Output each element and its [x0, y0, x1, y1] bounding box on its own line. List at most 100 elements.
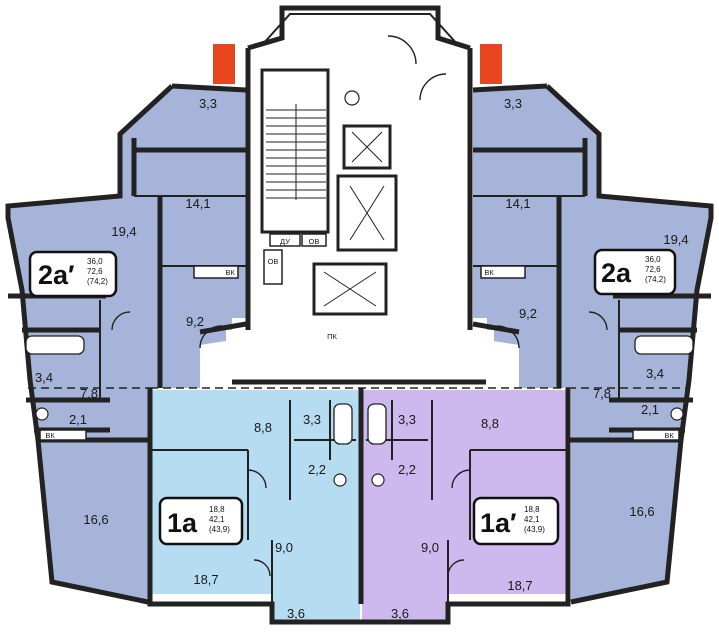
sink-core	[344, 90, 360, 106]
badge-full-area: (74,2)	[645, 275, 666, 284]
room-label: 14,1	[185, 196, 210, 211]
door-core-top	[387, 35, 417, 65]
badge-unit-name: 1a′	[480, 508, 517, 538]
unit-1a-prime-loggia-fill	[362, 594, 448, 622]
balcony-marker-left	[213, 44, 235, 84]
core-outline	[245, 5, 473, 330]
room-label: 7,8	[80, 386, 98, 401]
room-label: 18,7	[507, 578, 532, 593]
badge-unit-name: 1a	[167, 508, 198, 538]
badge-total-area: 72,6	[87, 267, 103, 276]
room-label: 2,1	[69, 412, 87, 427]
room-label: 2,1	[641, 402, 659, 417]
room-label: 18,7	[193, 572, 218, 587]
door-core-right	[419, 73, 447, 101]
badge-2a-prime: 2a′ 36,0 72,6 (74,2)	[28, 250, 118, 298]
badge-total-area: 42,1	[209, 515, 225, 524]
room-label: 16,6	[629, 504, 654, 519]
vent-box-left-low	[39, 429, 87, 441]
badge-full-area: (43,9)	[524, 525, 545, 534]
door-1a-prime-room	[447, 559, 465, 577]
room-label: 3,4	[646, 366, 664, 381]
badge-frame	[472, 496, 560, 546]
unit-2a-fill	[473, 88, 711, 600]
toilet-1a-prime	[371, 473, 385, 487]
room-label: 16,6	[83, 512, 108, 527]
bathtub-right	[634, 335, 694, 355]
room-label: 3,3	[504, 96, 522, 111]
center-outer-wall	[147, 388, 571, 625]
shaft-du	[269, 233, 301, 247]
core-top-arch	[261, 13, 459, 46]
badge-1a-prime: 1a′ 18,8 42,1 (43,9)	[472, 496, 560, 546]
door-right-hall	[588, 311, 608, 331]
unit-2a-prime-fill	[8, 88, 246, 600]
door-1a-kitchen	[247, 469, 267, 489]
badge-living-area: 36,0	[87, 257, 103, 266]
right-outer-wall	[472, 83, 714, 605]
toilet-right	[670, 407, 684, 421]
door-left-corridor	[199, 325, 223, 349]
room-label: 19,4	[111, 224, 136, 239]
toilet-1a	[333, 473, 347, 487]
stair-shaft	[260, 68, 330, 234]
room-label: 14,1	[505, 196, 530, 211]
left-outer-wall	[5, 83, 247, 605]
room-label: 9,2	[519, 306, 537, 321]
center-inner-walls	[150, 400, 568, 604]
bathtub-1a	[333, 403, 353, 445]
badge-full-area: (74,2)	[87, 277, 108, 286]
shaft-ov-top	[301, 233, 327, 247]
badge-frame	[28, 250, 118, 298]
badge-total-area: 42,1	[524, 515, 540, 524]
door-1a-prime-kitchen	[451, 469, 471, 489]
core-labels: ДУ ОВ ОВ ВК ВК ВК ВК ПК	[45, 237, 674, 440]
center-units-walls	[28, 387, 690, 625]
badge-total-area: 72,6	[645, 265, 661, 274]
vent-box-right	[480, 265, 526, 279]
shaft-label-ov: ОВ	[268, 257, 279, 266]
vent-label-vk: ВК	[664, 431, 674, 440]
bathtub-left	[25, 335, 85, 355]
stair-steps	[266, 104, 326, 200]
room-label: 2,2	[398, 462, 416, 477]
door-right-corridor	[496, 325, 520, 349]
toilet-left	[35, 407, 49, 421]
room-label: 3,6	[391, 606, 409, 621]
vent-label-vk: ВК	[484, 268, 494, 277]
balcony-marker-right	[480, 44, 502, 84]
unit-2a-right	[473, 88, 711, 600]
room-label: 7,8	[593, 386, 611, 401]
door-left-hall	[111, 311, 131, 331]
vent-label-vk: ВК	[45, 431, 55, 440]
room-label: 3,6	[287, 606, 305, 621]
hydrant-label-pk: ПК	[327, 332, 337, 341]
vent-box-right-low	[632, 429, 680, 441]
room-label: 9,0	[421, 540, 439, 555]
room-label: 3,4	[35, 370, 53, 385]
badge-frame	[158, 496, 244, 546]
badge-living-area: 18,8	[209, 505, 225, 514]
room-label: 2,2	[308, 462, 326, 477]
fixtures	[25, 90, 694, 487]
shaft-label-du: ДУ	[280, 237, 290, 246]
room-label: 8,8	[481, 416, 499, 431]
room-label: 3,3	[398, 412, 416, 427]
door-1a-room	[253, 559, 271, 577]
shaft-ov-mid	[263, 249, 283, 285]
badge-living-area: 36,0	[645, 255, 661, 264]
badge-full-area: (43,9)	[209, 525, 230, 534]
unit-2a-prime-left	[8, 88, 246, 600]
badge-unit-name: 2a	[601, 258, 632, 288]
room-label: 8,8	[254, 420, 272, 435]
badge-2a: 2a 36,0 72,6 (74,2)	[593, 248, 677, 296]
room-label: 19,4	[663, 232, 688, 247]
room-label: 9,2	[186, 314, 204, 329]
building-core	[199, 5, 520, 385]
badge-unit-name: 2a′	[38, 260, 75, 290]
badge-living-area: 18,8	[524, 505, 540, 514]
room-label: 9,0	[275, 540, 293, 555]
lift-lobby-corridor	[226, 330, 494, 382]
room-labels: 3,3 3,3 14,1 14,1 19,4 19,4 9,2 9,2 3,4 …	[35, 96, 689, 621]
